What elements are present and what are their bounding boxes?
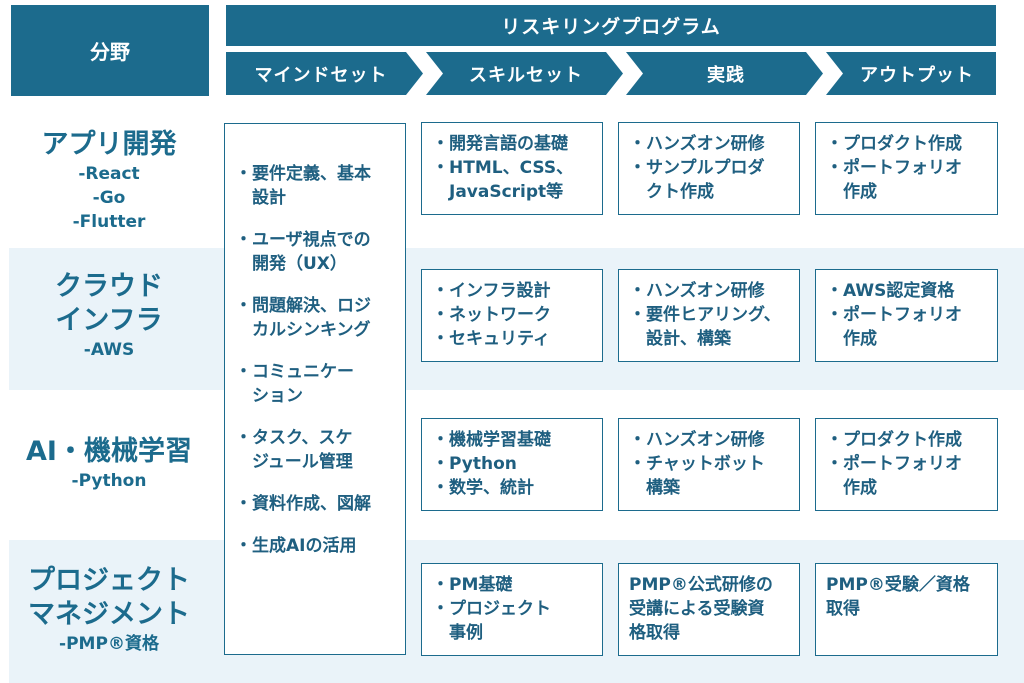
program-header: リスキリングプログラム bbox=[226, 5, 996, 46]
cell-app-skillset: ・開発言語の基礎 ・HTML、CSS、 JavaScript等 bbox=[421, 122, 603, 215]
row-sub-item: -PMP®資格 bbox=[59, 634, 159, 654]
mindset-item: ・要件定義、基本 設計 bbox=[235, 164, 371, 208]
field-header: 分野 bbox=[11, 5, 209, 96]
cell-text: PMP®受験／資格 取得 bbox=[826, 575, 970, 619]
mindset-item: ・コミュニケー ション bbox=[235, 362, 354, 406]
mindset-item: ・タスク、スケ ジュール管理 bbox=[235, 428, 353, 472]
cell-text: ・ハンズオン研修 ・要件ヒアリング、 設計、構築 bbox=[629, 281, 781, 349]
cell-pm-output: PMP®受験／資格 取得 bbox=[815, 563, 998, 656]
row-sub-item: -Python bbox=[71, 471, 147, 491]
cell-text: ・プロダクト作成 ・ポートフォリオ 作成 bbox=[826, 430, 962, 498]
cell-app-practice: ・ハンズオン研修 ・サンプルプロダ クト作成 bbox=[618, 122, 800, 215]
row-sub-item: -Flutter bbox=[72, 212, 146, 232]
row-title-ai: AI・機械学習 -Python bbox=[9, 435, 209, 493]
mindset-item: ・資料作成、図解 bbox=[235, 494, 371, 514]
cell-text: ・AWS認定資格 ・ポートフォリオ 作成 bbox=[826, 281, 962, 349]
row-title-text: クラウド インフラ bbox=[55, 271, 163, 336]
mindset-item: ・生成AIの活用 bbox=[235, 536, 357, 556]
cell-text: ・機械学習基礎 ・Python ・数学、統計 bbox=[432, 430, 551, 498]
row-title-cloud: クラウド インフラ -AWS bbox=[9, 270, 209, 362]
cell-text: PMP®公式研修の 受講による受験資 格取得 bbox=[629, 575, 773, 643]
row-title-app: アプリ開発 -React -Go -Flutter bbox=[9, 128, 209, 234]
cell-ai-output: ・プロダクト作成 ・ポートフォリオ 作成 bbox=[815, 418, 998, 511]
row-title-text: アプリ開発 bbox=[41, 129, 177, 160]
stage-arrow-output bbox=[826, 52, 996, 95]
row-title-text: AI・機械学習 bbox=[26, 436, 192, 467]
mindset-box: ・要件定義、基本 設計 ・ユーザ視点での 開発（UX） ・問題解決、ロジ カルシ… bbox=[224, 123, 406, 655]
cell-text: ・プロダクト作成 ・ポートフォリオ 作成 bbox=[826, 134, 962, 202]
stage-arrow-mindset bbox=[226, 52, 423, 95]
cell-app-output: ・プロダクト作成 ・ポートフォリオ 作成 bbox=[815, 122, 998, 215]
cell-cloud-output: ・AWS認定資格 ・ポートフォリオ 作成 bbox=[815, 269, 998, 362]
stage-arrow-bar bbox=[226, 52, 996, 95]
mindset-item: ・問題解決、ロジ カルシンキング bbox=[235, 296, 371, 340]
cell-ai-practice: ・ハンズオン研修 ・チャットボット 構築 bbox=[618, 418, 800, 511]
cell-text: ・ハンズオン研修 ・サンプルプロダ クト作成 bbox=[629, 134, 765, 202]
cell-cloud-practice: ・ハンズオン研修 ・要件ヒアリング、 設計、構築 bbox=[618, 269, 800, 362]
row-sub-item: -AWS bbox=[83, 340, 135, 360]
mindset-item: ・ユーザ視点での 開発（UX） bbox=[235, 230, 371, 274]
stage-label-skillset: スキルセット bbox=[469, 64, 583, 86]
row-title-pm: プロジェクト マネジメント -PMP®資格 bbox=[9, 564, 209, 656]
stage-label-practice: 実践 bbox=[707, 64, 745, 86]
cell-text: ・インフラ設計 ・ネットワーク ・セキュリティ bbox=[432, 281, 551, 349]
cell-text: ・ハンズオン研修 ・チャットボット 構築 bbox=[629, 430, 765, 498]
row-sub-item: -Go bbox=[92, 188, 126, 208]
row-title-text: プロジェクト マネジメント bbox=[28, 565, 190, 630]
cell-ai-skillset: ・機械学習基礎 ・Python ・数学、統計 bbox=[421, 418, 603, 511]
stage-label-mindset: マインドセット bbox=[254, 64, 388, 86]
stage-arrow-skillset bbox=[426, 52, 623, 95]
row-sub-item: -React bbox=[78, 164, 140, 184]
cell-pm-practice: PMP®公式研修の 受講による受験資 格取得 bbox=[618, 563, 800, 656]
stage-label-output: アウトプット bbox=[860, 64, 974, 86]
cell-pm-skillset: ・PM基礎 ・プロジェクト 事例 bbox=[421, 563, 603, 656]
stage-arrow-practice bbox=[626, 52, 823, 95]
cell-text: ・開発言語の基礎 ・HTML、CSS、 JavaScript等 bbox=[432, 134, 574, 202]
cell-text: ・PM基礎 ・プロジェクト 事例 bbox=[432, 575, 551, 643]
cell-cloud-skillset: ・インフラ設計 ・ネットワーク ・セキュリティ bbox=[421, 269, 603, 362]
